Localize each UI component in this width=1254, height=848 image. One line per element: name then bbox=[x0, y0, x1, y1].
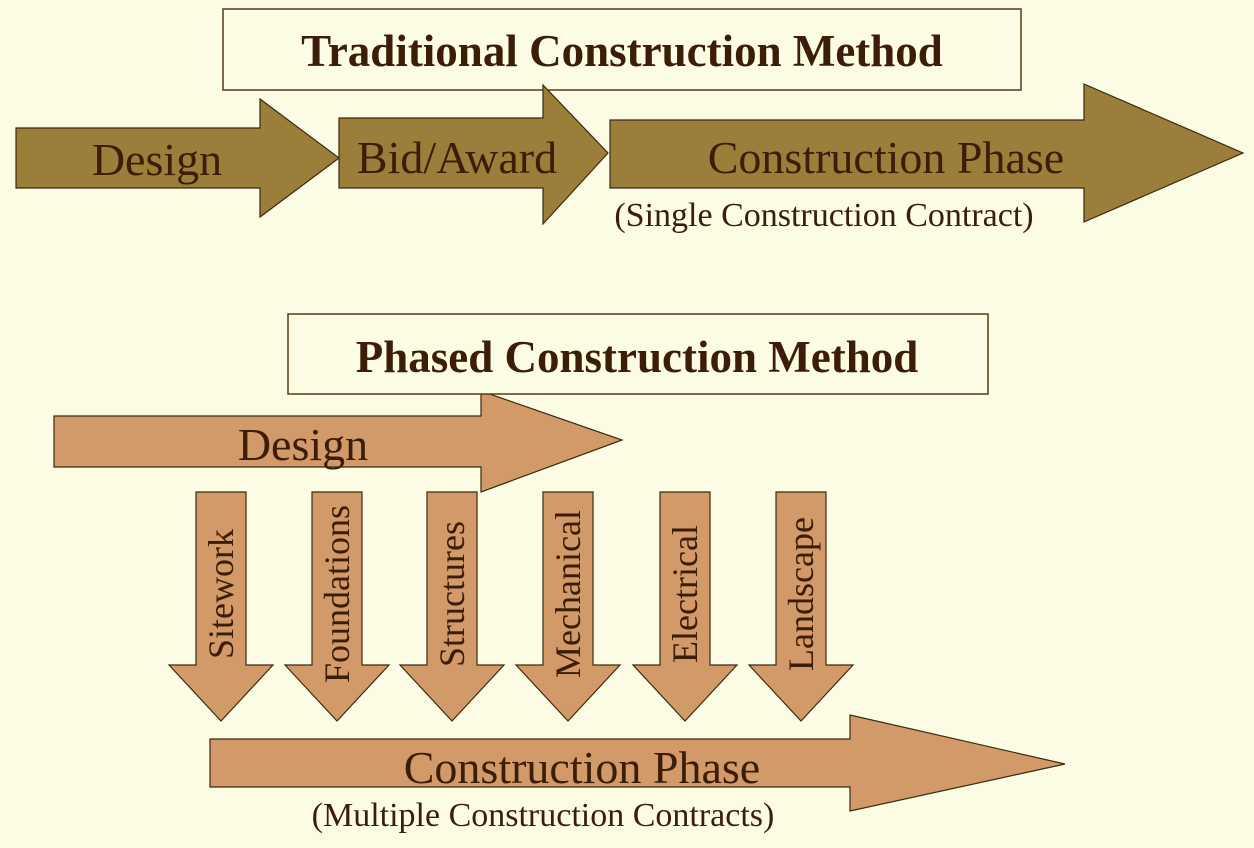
package-arrow-electrical bbox=[631, 491, 739, 722]
phased-design-arrow bbox=[53, 390, 624, 493]
package-arrow-sitework bbox=[167, 491, 275, 722]
traditional-construction-arrow bbox=[609, 83, 1245, 223]
phased-design-label: Design bbox=[238, 419, 368, 470]
phased-construction-sublabel: (Multiple Construction Contracts) bbox=[312, 797, 775, 834]
package-label-electrical: Electrical bbox=[665, 525, 705, 663]
package-label-foundations: Foundations bbox=[317, 505, 357, 683]
package-arrow-foundations bbox=[283, 491, 391, 722]
phased-title: Phased Construction Method bbox=[356, 332, 919, 382]
package-arrow-landscape bbox=[747, 491, 855, 722]
package-label-landscape: Landscape bbox=[781, 517, 821, 671]
traditional-title-box bbox=[222, 8, 1022, 91]
package-arrow-structures bbox=[398, 491, 506, 722]
package-arrow-mechanical bbox=[514, 491, 622, 722]
package-label-sitework: Sitework bbox=[201, 529, 241, 659]
traditional-bid-award-arrow bbox=[338, 83, 609, 226]
traditional-design-arrow bbox=[15, 97, 341, 219]
traditional-construction-sublabel: (Single Construction Contract) bbox=[614, 197, 1033, 234]
traditional-title: Traditional Construction Method bbox=[301, 26, 943, 76]
package-label-mechanical: Mechanical bbox=[548, 510, 588, 678]
traditional-design-label: Design bbox=[92, 134, 222, 185]
phased-construction-label: Construction Phase bbox=[404, 742, 760, 793]
phased-section: Phased Construction Method Design Sitewo… bbox=[53, 313, 1066, 834]
phased-title-box bbox=[287, 313, 989, 395]
traditional-construction-label: Construction Phase bbox=[708, 132, 1064, 183]
traditional-section: Traditional Construction Method Design B… bbox=[15, 8, 1245, 234]
package-arrows: Sitework Foundations Structures Mechanical E… bbox=[167, 491, 855, 722]
phased-construction-arrow bbox=[209, 714, 1066, 812]
traditional-bid-award-label: Bid/Award bbox=[357, 132, 557, 183]
package-label-structures: Structures bbox=[432, 521, 472, 667]
